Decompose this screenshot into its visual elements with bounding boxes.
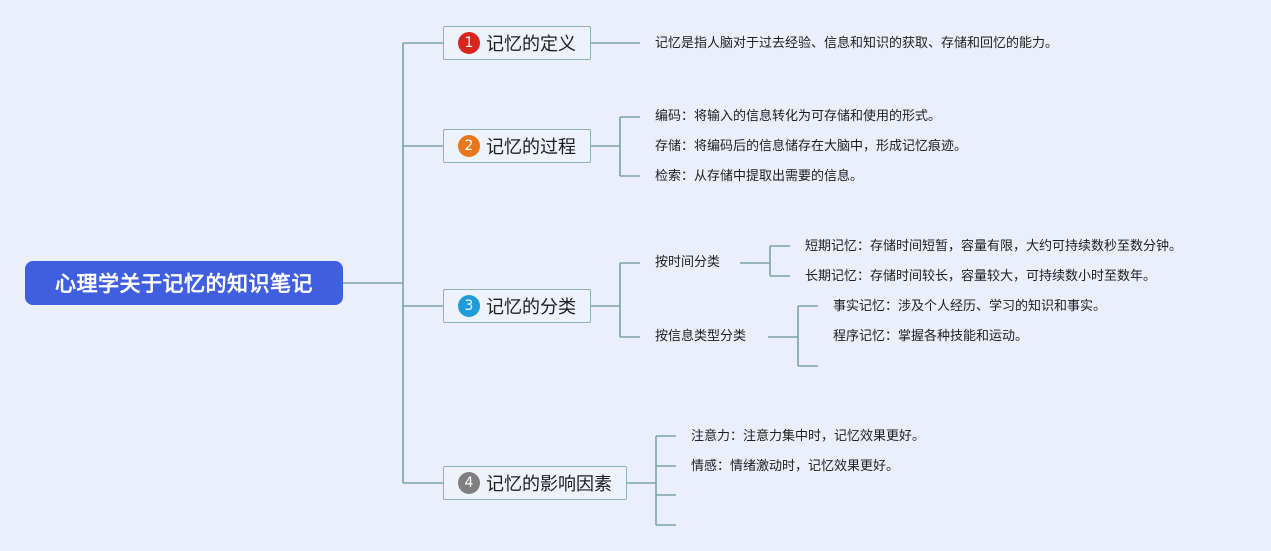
leaf-procedural-memory[interactable]: 程序记忆：掌握各种技能和运动。 (833, 329, 1029, 344)
root-topic[interactable]: 心理学关于记忆的知识笔记 (25, 261, 343, 305)
leaf-long-term-memory[interactable]: 长期记忆：存储时间较长，容量较大，可持续数小时至数年。 (805, 269, 1157, 284)
topic-influencing-factors[interactable]: 4 记忆的影响因素 (443, 466, 627, 500)
topic-label: 记忆的过程 (486, 137, 576, 158)
number-badge-icon: 2 (458, 135, 480, 157)
number-badge-icon: 1 (458, 32, 480, 54)
leaf-short-term-memory[interactable]: 短期记忆：存储时间短暂，容量有限，大约可持续数秒至数分钟。 (805, 239, 1183, 254)
subtopic-definition-text[interactable]: 记忆是指人脑对于过去经验、信息和知识的获取、存储和回忆的能力。 (655, 36, 1059, 51)
topic-label: 记忆的影响因素 (486, 474, 612, 495)
topic-label: 记忆的分类 (486, 297, 576, 318)
topic-definition[interactable]: 1 记忆的定义 (443, 26, 591, 60)
subtopic-emotion[interactable]: 情感：情绪激动时，记忆效果更好。 (691, 459, 900, 474)
subtopic-encoding[interactable]: 编码：将输入的信息转化为可存储和使用的形式。 (655, 109, 942, 124)
subtopic-by-info-type[interactable]: 按信息类型分类 (655, 329, 747, 344)
topic-label: 记忆的定义 (486, 34, 576, 55)
subtopic-retrieval[interactable]: 检索：从存储中提取出需要的信息。 (655, 169, 864, 184)
number-badge-icon: 3 (458, 295, 480, 317)
subtopic-attention[interactable]: 注意力：注意力集中时，记忆效果更好。 (691, 429, 926, 444)
number-badge-icon: 4 (458, 472, 480, 494)
leaf-factual-memory[interactable]: 事实记忆：涉及个人经历、学习的知识和事实。 (833, 299, 1107, 314)
topic-classification[interactable]: 3 记忆的分类 (443, 289, 591, 323)
subtopic-storage[interactable]: 存储：将编码后的信息储存在大脑中，形成记忆痕迹。 (655, 139, 968, 154)
topic-process[interactable]: 2 记忆的过程 (443, 129, 591, 163)
subtopic-by-time[interactable]: 按时间分类 (655, 255, 721, 270)
